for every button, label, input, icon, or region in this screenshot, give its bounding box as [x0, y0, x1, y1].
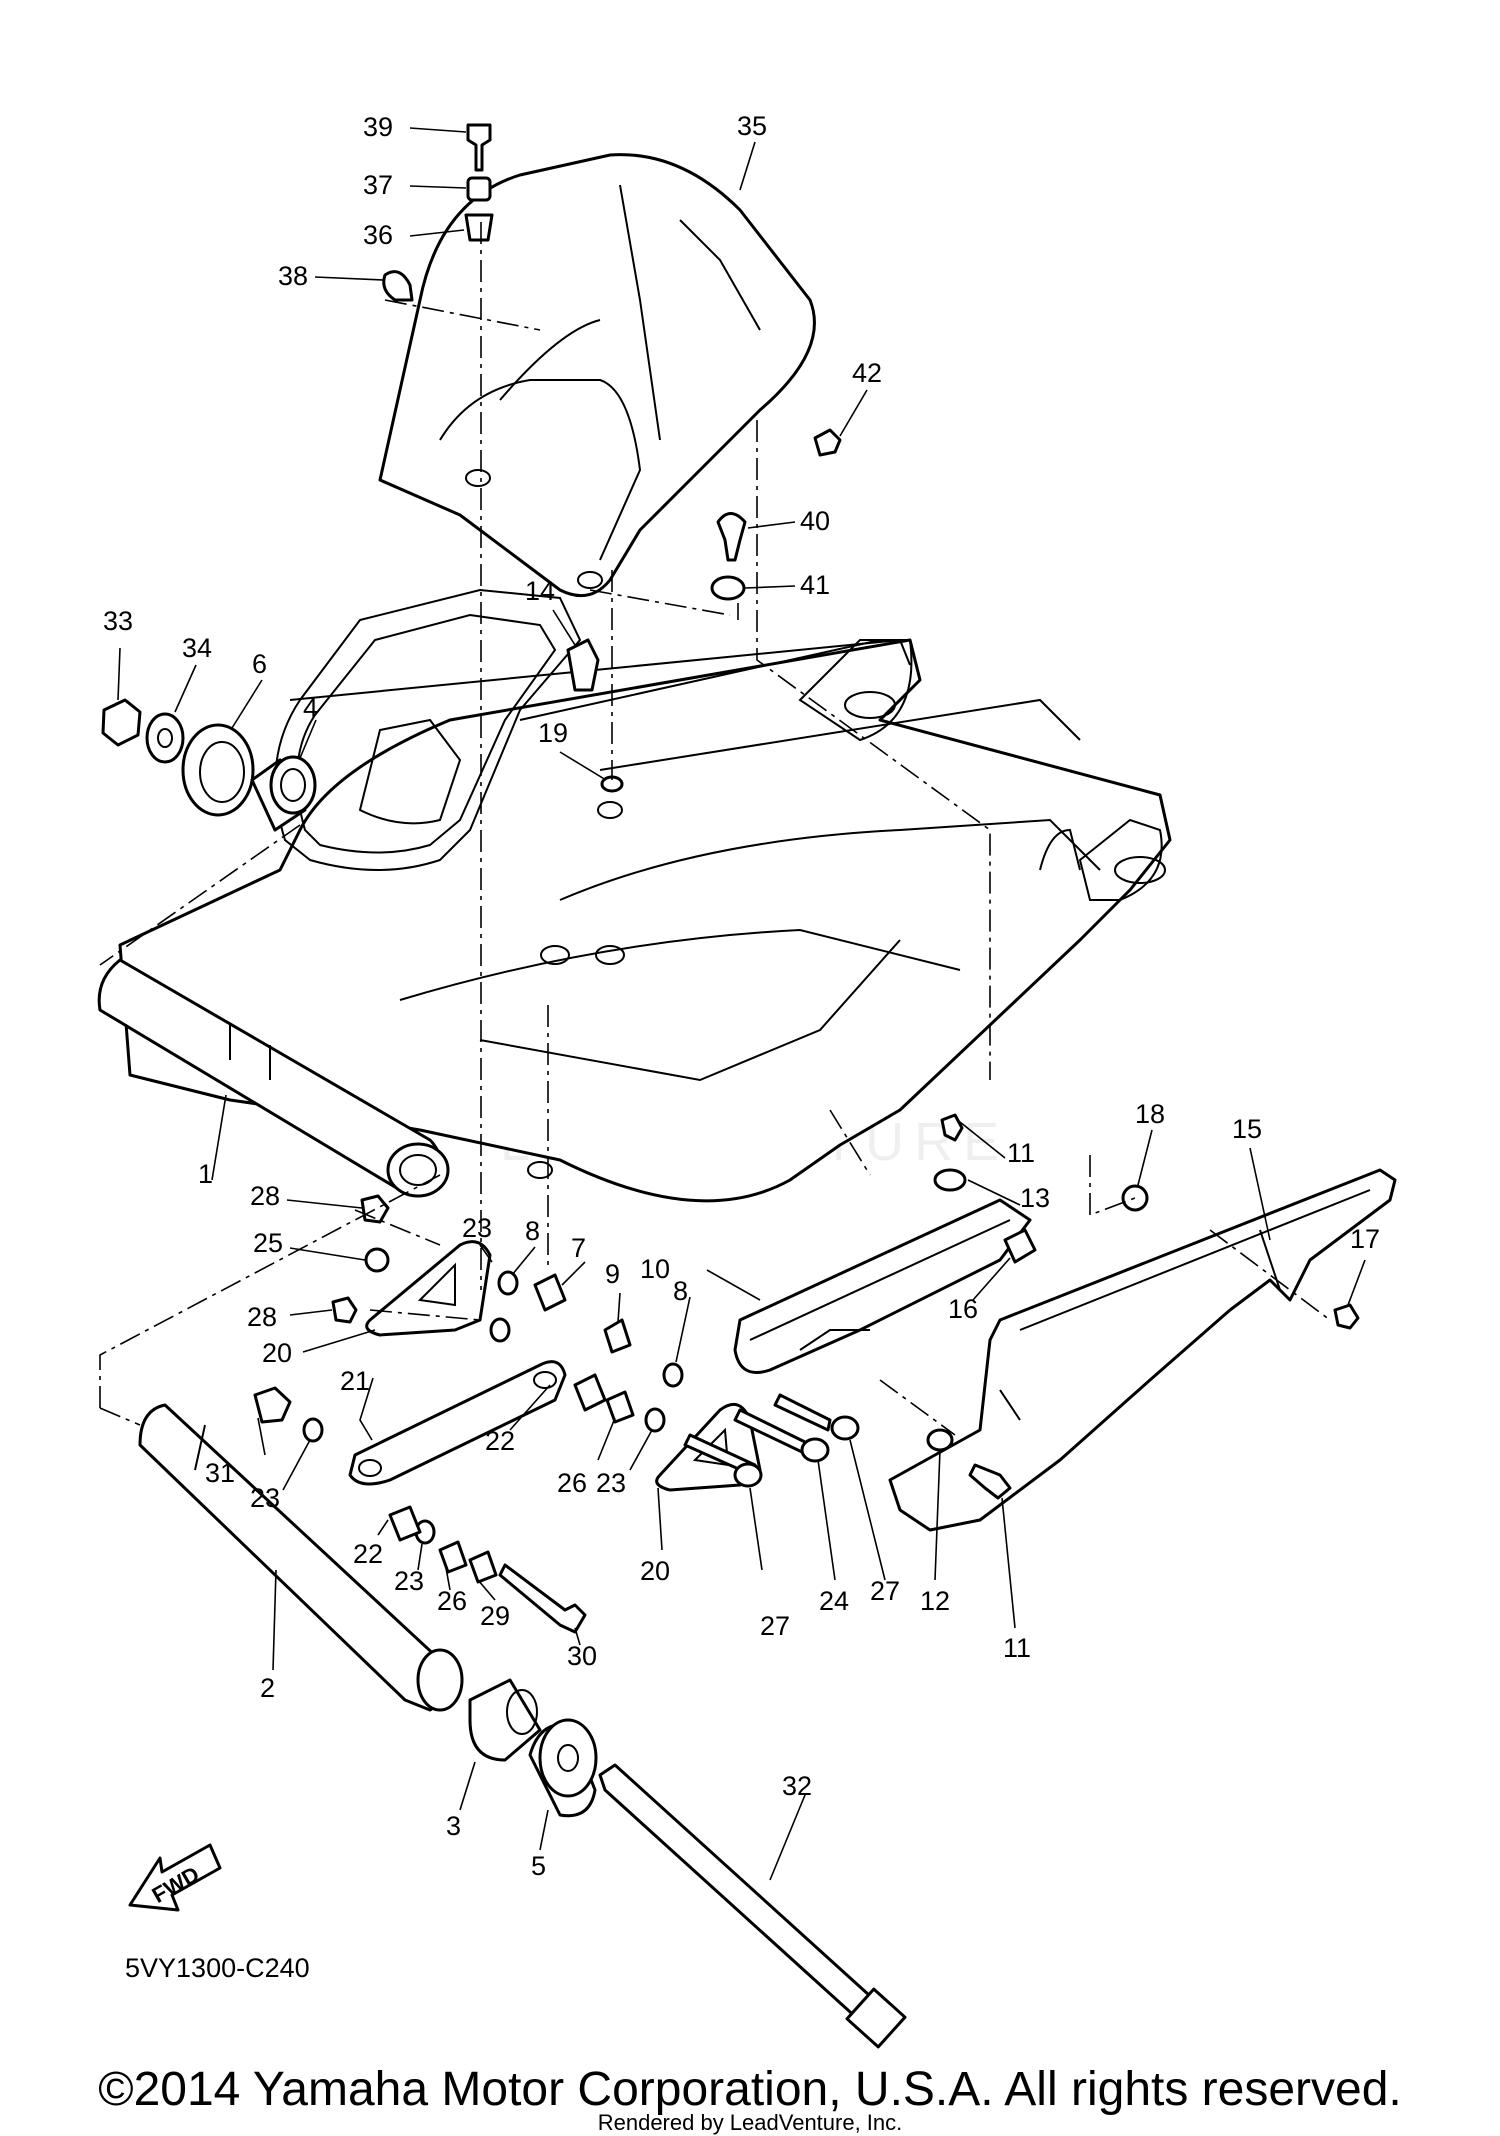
bearing-part — [468, 1678, 542, 1762]
callout-37: 37 — [363, 170, 393, 200]
callout-24: 24 — [819, 1586, 849, 1616]
callout-14: 14 — [525, 576, 555, 606]
callout-18: 18 — [1135, 1099, 1165, 1129]
callout-20a: 20 — [262, 1338, 292, 1368]
callout-6: 6 — [252, 649, 267, 679]
callout-35: 35 — [737, 111, 767, 141]
callout-38: 38 — [278, 261, 308, 291]
callout-33: 33 — [103, 606, 133, 636]
pivot-nut-part — [101, 698, 142, 747]
washer-part — [145, 712, 185, 764]
callout-7: 7 — [571, 1233, 586, 1263]
callout-34: 34 — [182, 633, 212, 663]
relay-arm-upper-part — [365, 1240, 492, 1337]
dust-seal-part — [181, 723, 255, 817]
callout-25: 25 — [253, 1228, 283, 1258]
callout-22a: 22 — [485, 1426, 515, 1456]
connecting-rod-part — [348, 1360, 567, 1486]
callout-32: 32 — [782, 1771, 812, 1801]
pivot-axle-part — [598, 1763, 907, 2049]
callout-21: 21 — [340, 1366, 370, 1396]
callout-11b: 11 — [1003, 1633, 1031, 1663]
thrust-collar-part — [528, 1718, 598, 1818]
callout-labels: 1 2 3 4 5 6 7 8 8 9 10 11 11 12 13 14 15… — [103, 111, 1380, 1881]
callout-8b: 8 — [673, 1276, 688, 1306]
forward-arrow-icon: FWD — [128, 1843, 222, 1912]
callout-8a: 8 — [525, 1216, 540, 1246]
callout-41: 41 — [800, 570, 830, 600]
callout-19: 19 — [538, 718, 568, 748]
callout-39: 39 — [363, 112, 393, 142]
callout-27b: 27 — [870, 1576, 900, 1606]
callout-29: 29 — [480, 1601, 510, 1631]
callout-27a: 27 — [760, 1611, 790, 1641]
copyright-notice: ©2014 Yamaha Motor Corporation, U.S.A. A… — [98, 2063, 1402, 2116]
callout-5: 5 — [531, 1851, 546, 1881]
callout-40: 40 — [800, 506, 830, 536]
seat-cowl-part — [378, 153, 816, 598]
pivot-shaft-part — [138, 1403, 464, 1712]
assembly-lines — [99, 222, 1331, 1436]
callout-23b: 23 — [250, 1483, 280, 1513]
callout-36: 36 — [363, 220, 393, 250]
callout-30: 30 — [567, 1641, 597, 1671]
callout-15: 15 — [1232, 1114, 1262, 1144]
callout-17: 17 — [1350, 1224, 1380, 1254]
needle-bearing-part — [250, 755, 317, 832]
rendered-by-notice: Rendered by LeadVenture, Inc. — [597, 2110, 903, 2135]
callout-23d: 23 — [596, 1468, 626, 1498]
callout-20b: 20 — [640, 1556, 670, 1586]
callout-28a: 28 — [250, 1181, 280, 1211]
callout-12: 12 — [920, 1586, 950, 1616]
callout-26b: 26 — [437, 1586, 467, 1616]
callout-13: 13 — [1020, 1183, 1050, 1213]
callout-16: 16 — [948, 1294, 978, 1324]
leader-lines — [117, 127, 1366, 1881]
callout-26a: 26 — [557, 1468, 587, 1498]
callout-11a: 11 — [1007, 1138, 1035, 1168]
callout-4: 4 — [303, 693, 318, 723]
callout-2: 2 — [260, 1673, 275, 1703]
callout-3: 3 — [446, 1811, 461, 1841]
callout-9: 9 — [605, 1259, 620, 1289]
diagram-code: 5VY1300-C240 — [125, 1953, 310, 1983]
callout-42: 42 — [852, 358, 882, 388]
callout-23a: 23 — [462, 1213, 492, 1243]
callout-31: 31 — [205, 1458, 235, 1488]
callout-1: 1 — [198, 1159, 213, 1189]
callout-23c: 23 — [394, 1566, 424, 1596]
small-hardware-parts — [253, 123, 1360, 1634]
callout-22b: 22 — [353, 1539, 383, 1569]
callout-10: 10 — [640, 1254, 670, 1284]
callout-28b: 28 — [247, 1302, 277, 1332]
swingarm-part — [97, 588, 1172, 1203]
